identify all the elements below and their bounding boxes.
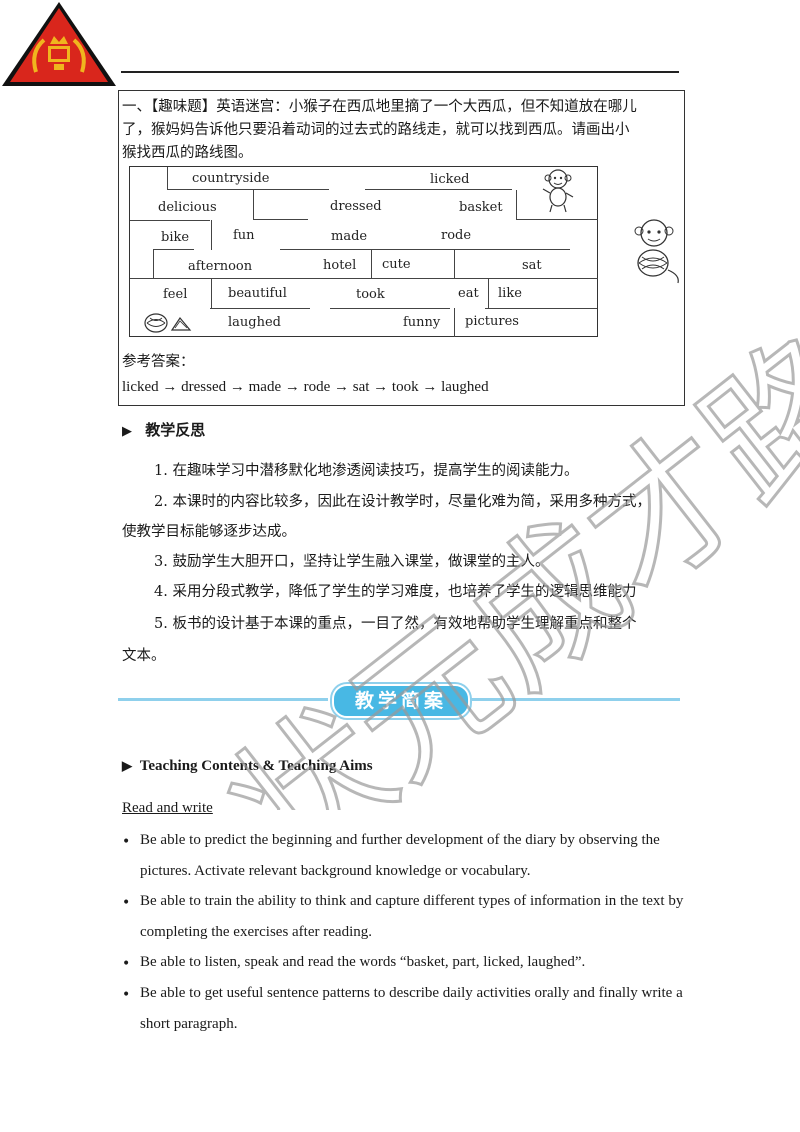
maze-word: sat (522, 258, 542, 273)
maze-word: rode (441, 228, 472, 243)
plan-bullet: Be able to listen, speak and read the wo… (140, 954, 586, 970)
reflection-item: 3. 鼓励学生大胆开口，坚持让学生融入课堂，做课堂的主人。 (154, 554, 550, 570)
banner-rule-right (470, 698, 680, 701)
maze-word: laughed (228, 315, 281, 330)
question-line-1: 一、【趣味题】英语迷宫：小猴子在西瓜地里摘了一个大西瓜，但不知道放在哪儿 (122, 99, 637, 115)
reflection-item: 文本。 (122, 648, 166, 664)
plan-bullet: Be able to train the ability to think an… (140, 893, 684, 940)
header-rule (121, 71, 679, 73)
plan-subheading: Read and write (122, 800, 213, 816)
reflection-item: 5. 板书的设计基于本课的重点，一目了然，有效地帮助学生理解重点和整个 (154, 616, 637, 632)
maze-word: took (356, 287, 385, 302)
maze-word: pictures (465, 314, 519, 329)
question-line-3: 猴找西瓜的路线图。 (122, 145, 253, 161)
reflection-item: 2. 本课时的内容比较多，因此在设计教学时，尽量化难为简，采用多种方式， (154, 494, 651, 510)
answer-label: 参考答案： (122, 354, 195, 370)
plan-heading-text: Teaching Contents & Teaching Aims (139, 758, 373, 774)
plan-heading: ▶ Teaching Contents & Teaching Aims (122, 758, 373, 775)
answer-path: licked → dressed → made → rode → sat → t… (122, 379, 489, 395)
reflection-item: 使教学目标能够逐步达成。 (122, 524, 296, 540)
reflection-item: 4. 采用分段式教学，降低了学生的学习难度，也培养了学生的逻辑思维能力 (154, 584, 637, 600)
maze-word: eat (458, 286, 479, 301)
maze-word: basket (459, 200, 503, 215)
bullet-dot: • (122, 987, 131, 1003)
bullet-dot: • (122, 895, 131, 911)
maze-word: feel (163, 287, 188, 302)
triangle-bullet-icon: ▶ (122, 424, 132, 439)
section-banner: 教学简案 (332, 684, 470, 718)
monkey-with-watermelon-icon (634, 219, 679, 284)
plan-bullet: Be able to predict the beginning and fur… (140, 832, 660, 879)
reflection-item: 1. 在趣味学习中潜移默化地渗透阅读技巧，提高学生的阅读能力。 (154, 463, 579, 479)
maze-word: beautiful (228, 286, 287, 301)
reflection-heading: ▶ 教学反思 (122, 419, 205, 440)
maze-word: hotel (323, 258, 357, 273)
triangle-bullet-icon: ▶ (122, 758, 132, 773)
maze-word: afternoon (188, 259, 253, 274)
maze-word: made (331, 229, 368, 244)
bullet-dot: • (122, 956, 131, 972)
word-maze: countryside licked delicious dressed bas… (129, 166, 598, 337)
question-line-2: 了，猴妈妈告诉他只要沿着动词的过去式的路线走，就可以找到西瓜。请画出小 (122, 122, 630, 138)
maze-word: delicious (158, 200, 217, 215)
maze-word: bike (161, 230, 190, 245)
school-emblem-icon (2, 2, 116, 86)
reflection-heading-text: 教学反思 (145, 421, 206, 439)
maze-word: cute (382, 257, 411, 272)
maze-word: like (498, 286, 522, 301)
watermelon-icon (144, 313, 192, 333)
monkey-icon (542, 169, 574, 213)
banner-rule-left (118, 698, 328, 701)
plan-bullet: Be able to get useful sentence patterns … (140, 985, 683, 1032)
maze-word: countryside (192, 171, 270, 186)
maze-word: licked (430, 172, 470, 187)
maze-word: fun (233, 228, 255, 243)
maze-word: funny (403, 315, 441, 330)
maze-word: dressed (330, 199, 382, 214)
bullet-dot: • (122, 834, 131, 850)
puzzle-box (118, 90, 685, 406)
